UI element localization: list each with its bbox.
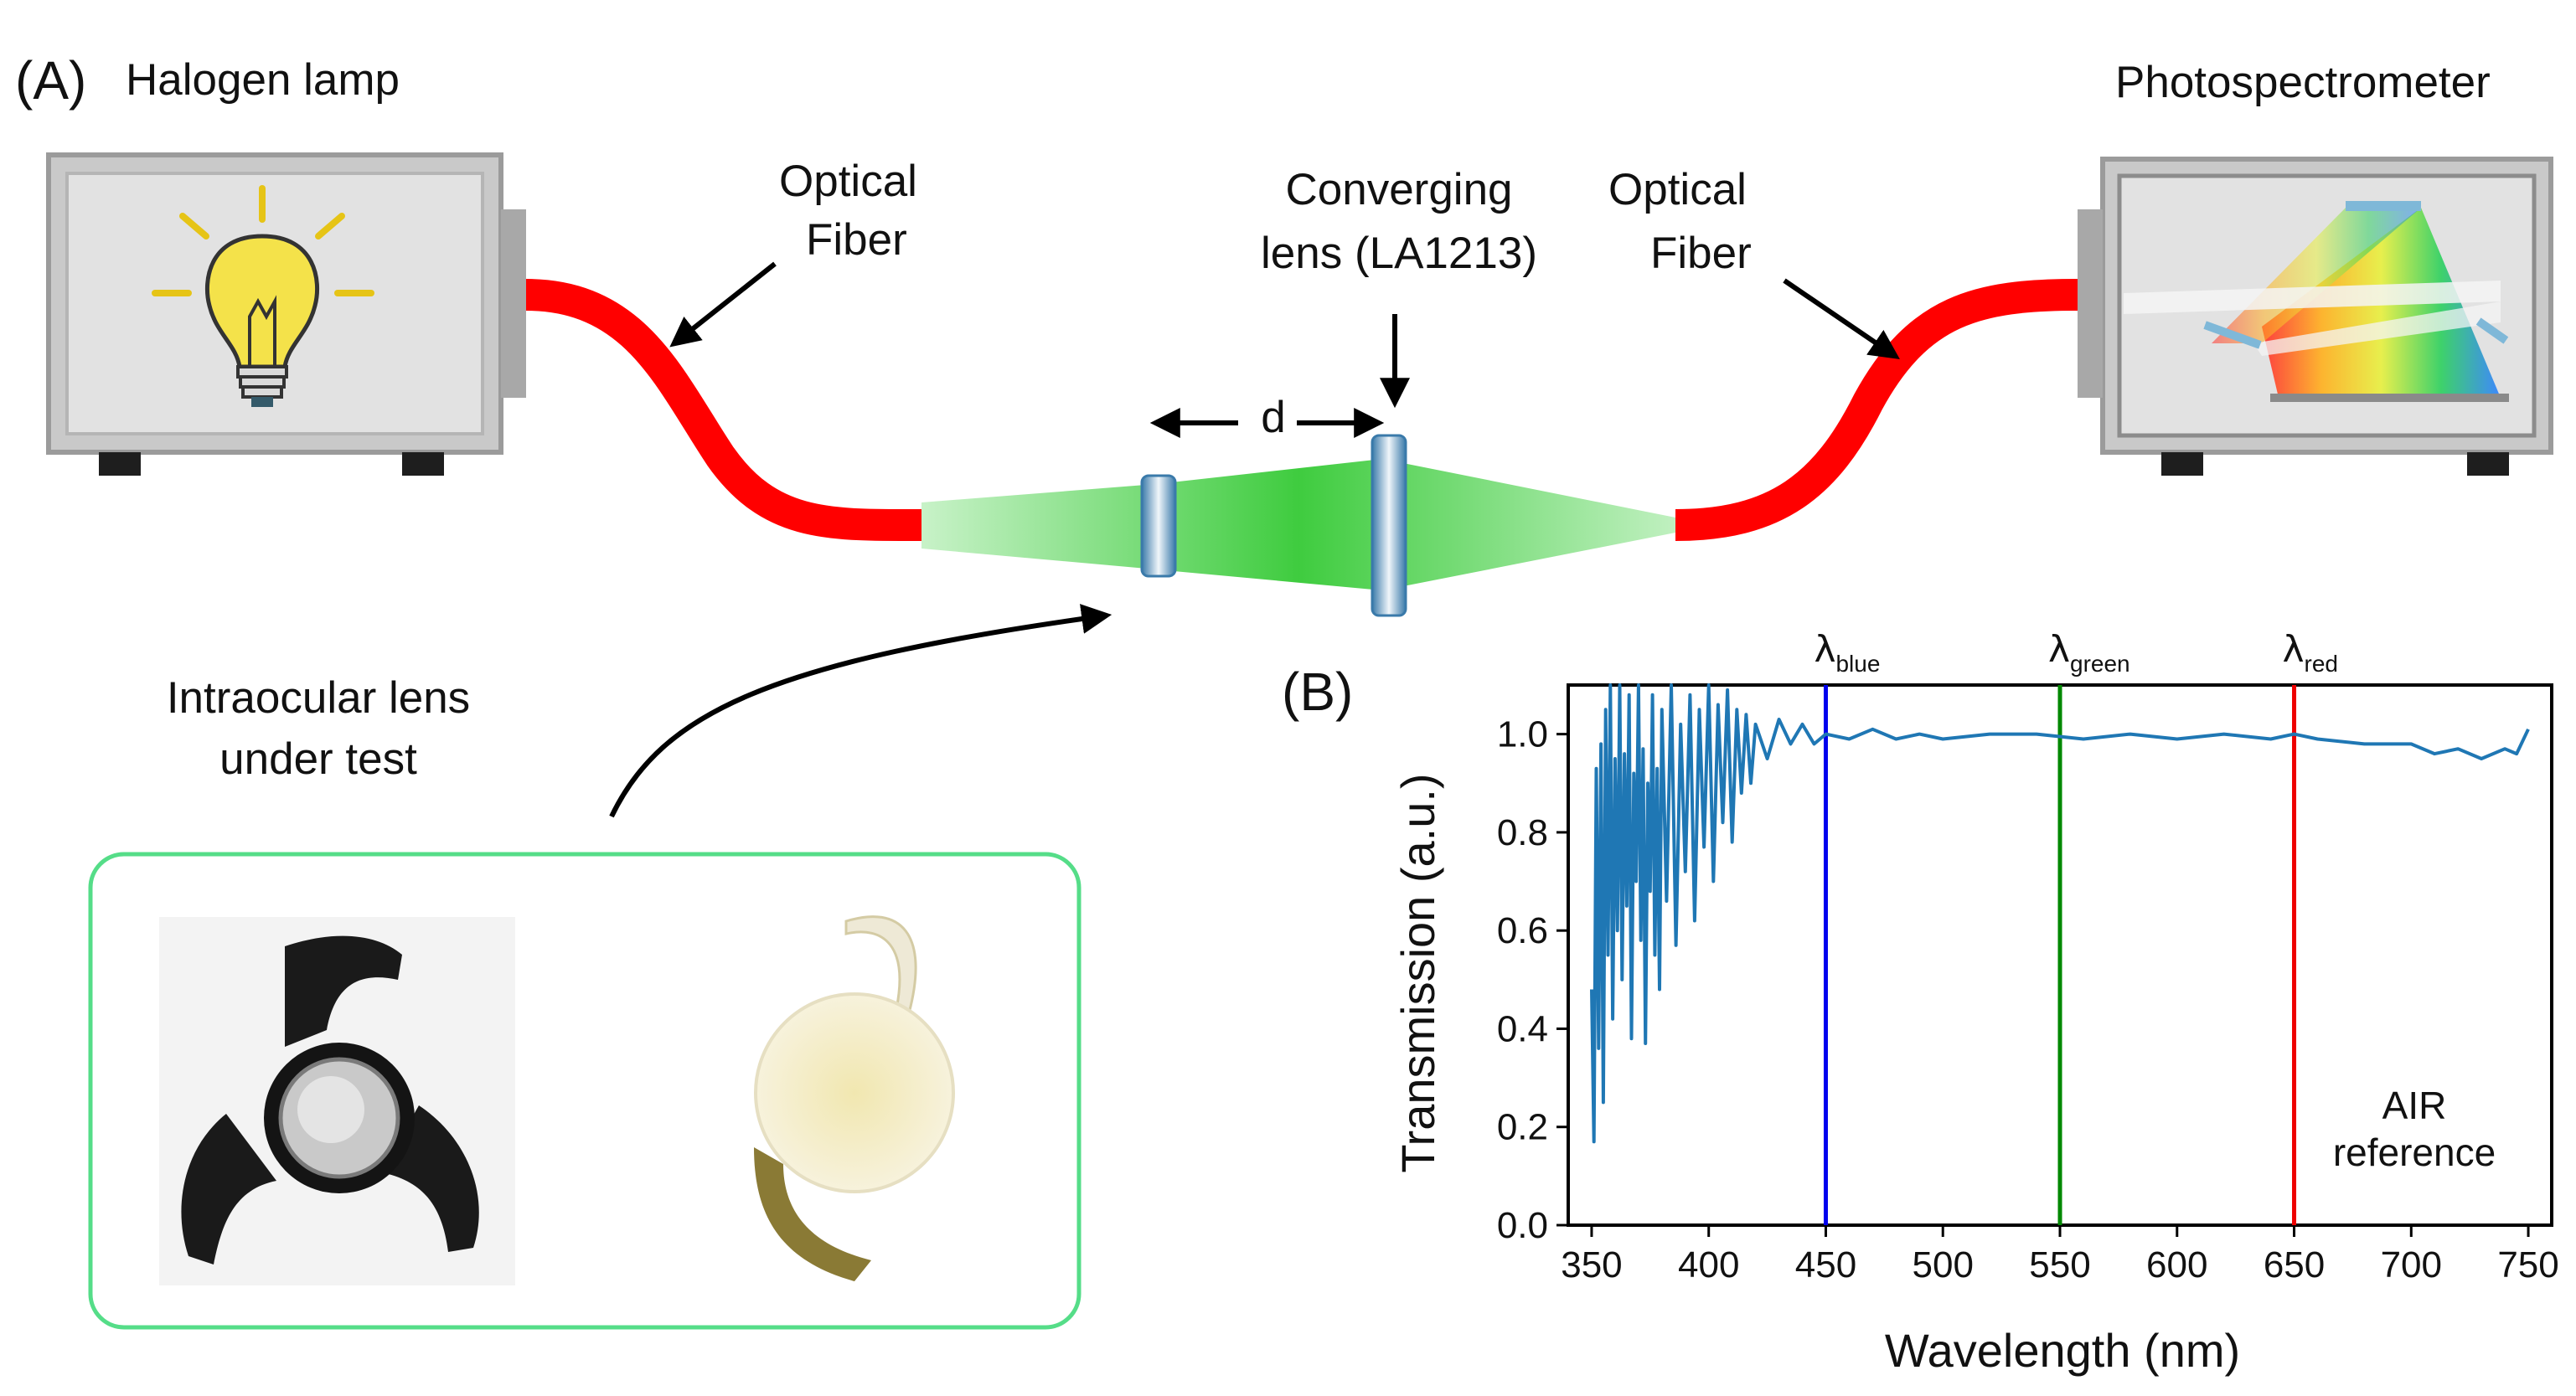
three-haptic-iol-image [159, 917, 515, 1285]
photospectrometer [2078, 157, 2553, 476]
series-line-0 [1590, 683, 2530, 1144]
fiber-left-arrow [669, 261, 777, 348]
lens-label-line2: lens (LA1213) [1261, 229, 1537, 278]
marker-label-blue: λ [1814, 628, 1835, 671]
iol-arrow [609, 604, 1112, 818]
x-tick-label: 750 [2497, 1244, 2558, 1285]
y-tick-label: 0.6 [1497, 910, 1548, 951]
two-haptic-iol-image [754, 915, 955, 1281]
x-axis-ticks: 350 400 450 500 550 600 650 700 750 [1561, 1225, 2559, 1285]
x-tick-label: 350 [1561, 1244, 1622, 1285]
iol-label-line2: under test [219, 734, 417, 784]
y-tick-label: 0.4 [1497, 1008, 1548, 1049]
air-reference-line1: AIR [2382, 1084, 2447, 1127]
x-tick-label: 550 [2029, 1244, 2090, 1285]
x-tick-label: 650 [2264, 1244, 2325, 1285]
fiber-left-label-line1: Optical [779, 157, 917, 206]
iol-label-line1: Intraocular lens [166, 673, 471, 723]
halogen-lamp-label: Halogen lamp [126, 55, 400, 105]
y-tick-label: 1.0 [1497, 714, 1548, 755]
x-tick-label: 600 [2146, 1244, 2207, 1285]
x-axis-label: Wavelength (nm) [1885, 1324, 2240, 1377]
fiber-right-label-line1: Optical [1608, 165, 1747, 214]
y-tick-label: 0.0 [1497, 1205, 1548, 1246]
panel-a-label: (A) [15, 50, 87, 111]
intraocular-lens-slot [1140, 474, 1177, 578]
optical-fiber-left [525, 279, 922, 542]
lens-label-line1: Converging [1285, 165, 1513, 214]
fiber-right-arrow [1783, 278, 1900, 360]
marker-sub-blue: blue [1835, 651, 1880, 677]
air-reference-line2: reference [2333, 1131, 2496, 1174]
converging-lens [1371, 434, 1407, 617]
marker-sub-red: red [2305, 651, 2338, 677]
y-axis-label: Transmission (a.u.) [1391, 773, 1444, 1172]
optical-fiber-right [1675, 279, 2078, 541]
panel-b-label: (B) [1282, 662, 1354, 722]
marker-sub-green: green [2070, 651, 2130, 677]
x-tick-label: 400 [1678, 1244, 1739, 1285]
fiber-right-label-line2: Fiber [1650, 229, 1752, 278]
halogen-lamp [46, 152, 526, 476]
y-tick-label: 0.8 [1497, 812, 1548, 853]
x-tick-label: 500 [1913, 1244, 1974, 1285]
marker-label-green: λ [2048, 628, 2070, 671]
y-axis-ticks: 0.0 0.2 0.4 0.6 0.8 1.0 [1497, 714, 1568, 1246]
fiber-left-label-line2: Fiber [806, 215, 907, 265]
x-tick-label: 700 [2381, 1244, 2442, 1285]
marker-label-red: λ [2283, 628, 2305, 671]
photospectrometer-label: Photospectrometer [2115, 58, 2491, 107]
distance-label: d [1261, 393, 1286, 442]
light-bulb-icon [152, 185, 374, 407]
x-tick-label: 450 [1795, 1244, 1856, 1285]
transmission-series [1590, 683, 2530, 1144]
y-tick-label: 0.2 [1497, 1107, 1548, 1148]
light-beam [921, 459, 1675, 590]
